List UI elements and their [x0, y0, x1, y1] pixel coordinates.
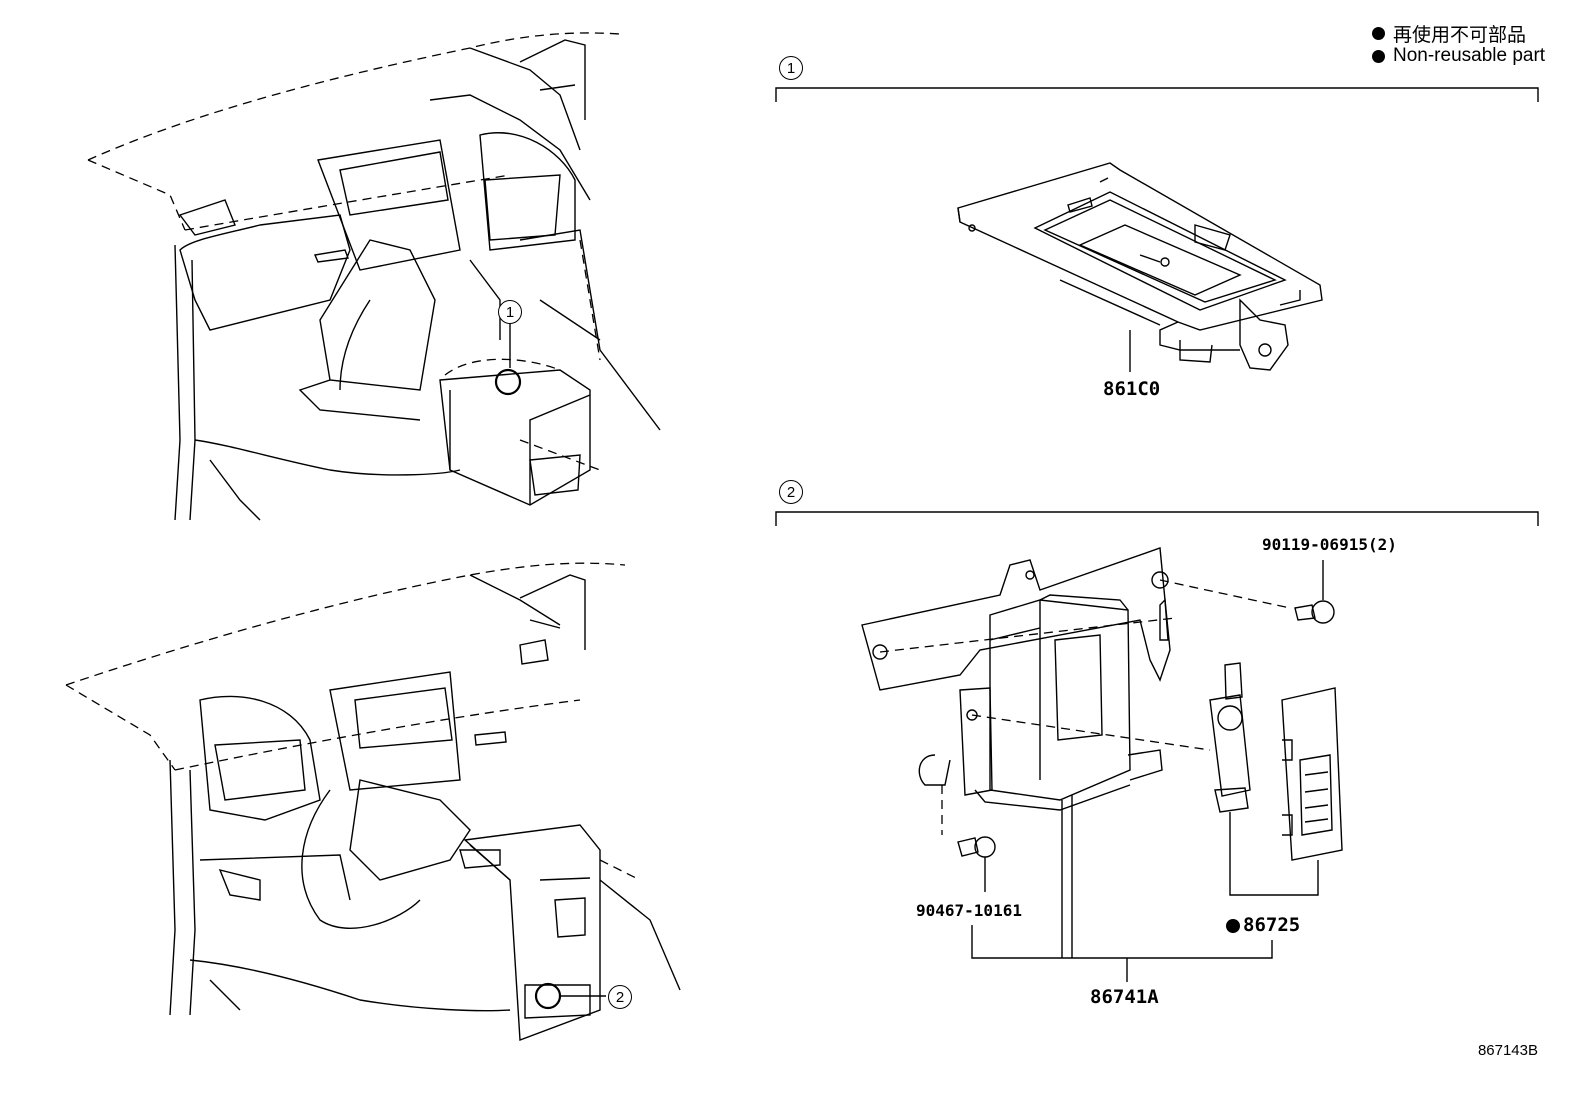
callout-2-number: 2: [608, 985, 632, 1009]
dashboard-view-1: [87, 32, 661, 521]
non-reusable-dot-icon: [1226, 918, 1240, 933]
part-label-90467-10161: 90467-10161: [916, 901, 1022, 920]
section-1-number: 1: [779, 56, 803, 80]
part-label-86741a: 86741A: [1090, 986, 1159, 1008]
dashboard-view-2: [65, 562, 681, 1041]
non-reusable-dot-icon: [1372, 49, 1385, 63]
callout-1-number: 1: [498, 300, 522, 324]
module-assembly-drawing: [861, 547, 1343, 982]
legend-jp-text: 再使用不可部品: [1393, 25, 1527, 46]
part-label-861c0: 861C0: [1103, 378, 1161, 400]
non-reusable-dot-icon: [1372, 27, 1385, 40]
diagram-reference: 867143B: [1477, 1042, 1538, 1059]
legend-jp: 再使用不可部品: [1372, 20, 1526, 47]
part-label-86725-text: 86725: [1243, 914, 1301, 936]
section-1-bracket: [775, 87, 1539, 102]
charger-tray-drawing: [957, 162, 1323, 372]
part-label-86725: 86725: [1226, 916, 1300, 935]
legend-en: Non-reusable part: [1372, 45, 1545, 67]
section-2-number: 2: [779, 480, 803, 504]
part-label-90119-06915: 90119-06915(2): [1262, 535, 1397, 554]
legend-en-text: Non-reusable part: [1393, 45, 1546, 66]
section-2-bracket: [775, 511, 1539, 526]
